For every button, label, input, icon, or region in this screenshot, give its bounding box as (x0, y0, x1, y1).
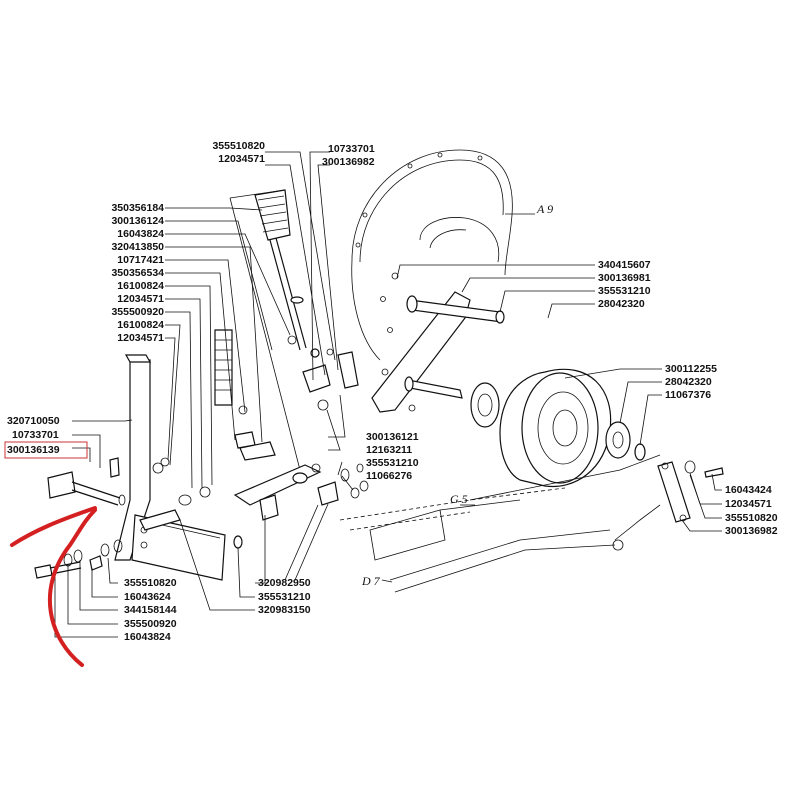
lower-linkage (233, 463, 339, 581)
pulley-assembly (470, 368, 646, 488)
part-label: 355531210 (598, 285, 651, 297)
spring-rod-assembly (214, 189, 359, 471)
part-label: 350356184 (111, 202, 164, 214)
part-label: 10733701 (12, 429, 59, 441)
pulley-support-bracket (371, 291, 505, 413)
highlight-box (4, 441, 88, 459)
reference-tag-g5: G 5 (450, 492, 468, 506)
part-label-highlighted: 300136139 (7, 444, 60, 456)
part-label: 350356534 (111, 267, 164, 279)
part-label: 320710050 (7, 415, 60, 427)
frame-members (339, 454, 661, 593)
red-arrow (47, 508, 97, 667)
part-label: 16043824 (124, 631, 171, 643)
part-label: 355500920 (111, 306, 164, 318)
part-label: 355510820 (725, 512, 778, 524)
part-label: 10733701 (328, 143, 375, 155)
part-label: 12034571 (117, 293, 164, 305)
part-label: 300112255 (665, 363, 717, 375)
part-label: 28042320 (665, 376, 712, 388)
red-arrow-head (10, 506, 97, 547)
part-label: 10717421 (117, 254, 164, 266)
part-label: 16043424 (725, 484, 772, 496)
part-label: 11067376 (665, 389, 712, 401)
part-label: 11066276 (366, 470, 413, 482)
part-label: 12034571 (117, 332, 164, 344)
tension-link (657, 460, 724, 523)
part-label: 355531210 (366, 457, 419, 469)
part-label: 300136981 (598, 272, 651, 284)
part-label: 16043624 (124, 591, 171, 603)
part-label: 300136121 (366, 431, 419, 443)
part-label: 320413850 (111, 241, 164, 253)
part-label: 355510820 (124, 577, 177, 589)
part-label: 12034571 (218, 153, 265, 165)
part-label: 300136982 (322, 156, 375, 168)
lever-assembly (47, 354, 243, 581)
part-label: 16100824 (117, 280, 164, 292)
part-label: 16043824 (117, 228, 164, 240)
part-label: 300136982 (725, 525, 778, 537)
part-label: 344158144 (124, 604, 177, 616)
reference-tag-a9: A 9 (537, 202, 554, 216)
part-label: 340415607 (598, 259, 651, 271)
flywheel-housing (351, 149, 535, 361)
part-label: 320982950 (258, 577, 311, 589)
part-label: 355500920 (124, 618, 177, 630)
part-label: 12034571 (725, 498, 772, 510)
part-label: 355531210 (258, 591, 311, 603)
part-label: 300136124 (111, 215, 164, 227)
part-label: 28042320 (598, 298, 645, 310)
part-label: 355510820 (212, 140, 265, 152)
reference-tag-d7: D 7 (362, 574, 380, 588)
part-label: 16100824 (117, 319, 164, 331)
part-label: 12163211 (366, 444, 413, 456)
center-washers (340, 463, 369, 499)
leader-lines (54, 151, 722, 638)
part-label: 320983150 (258, 604, 311, 616)
